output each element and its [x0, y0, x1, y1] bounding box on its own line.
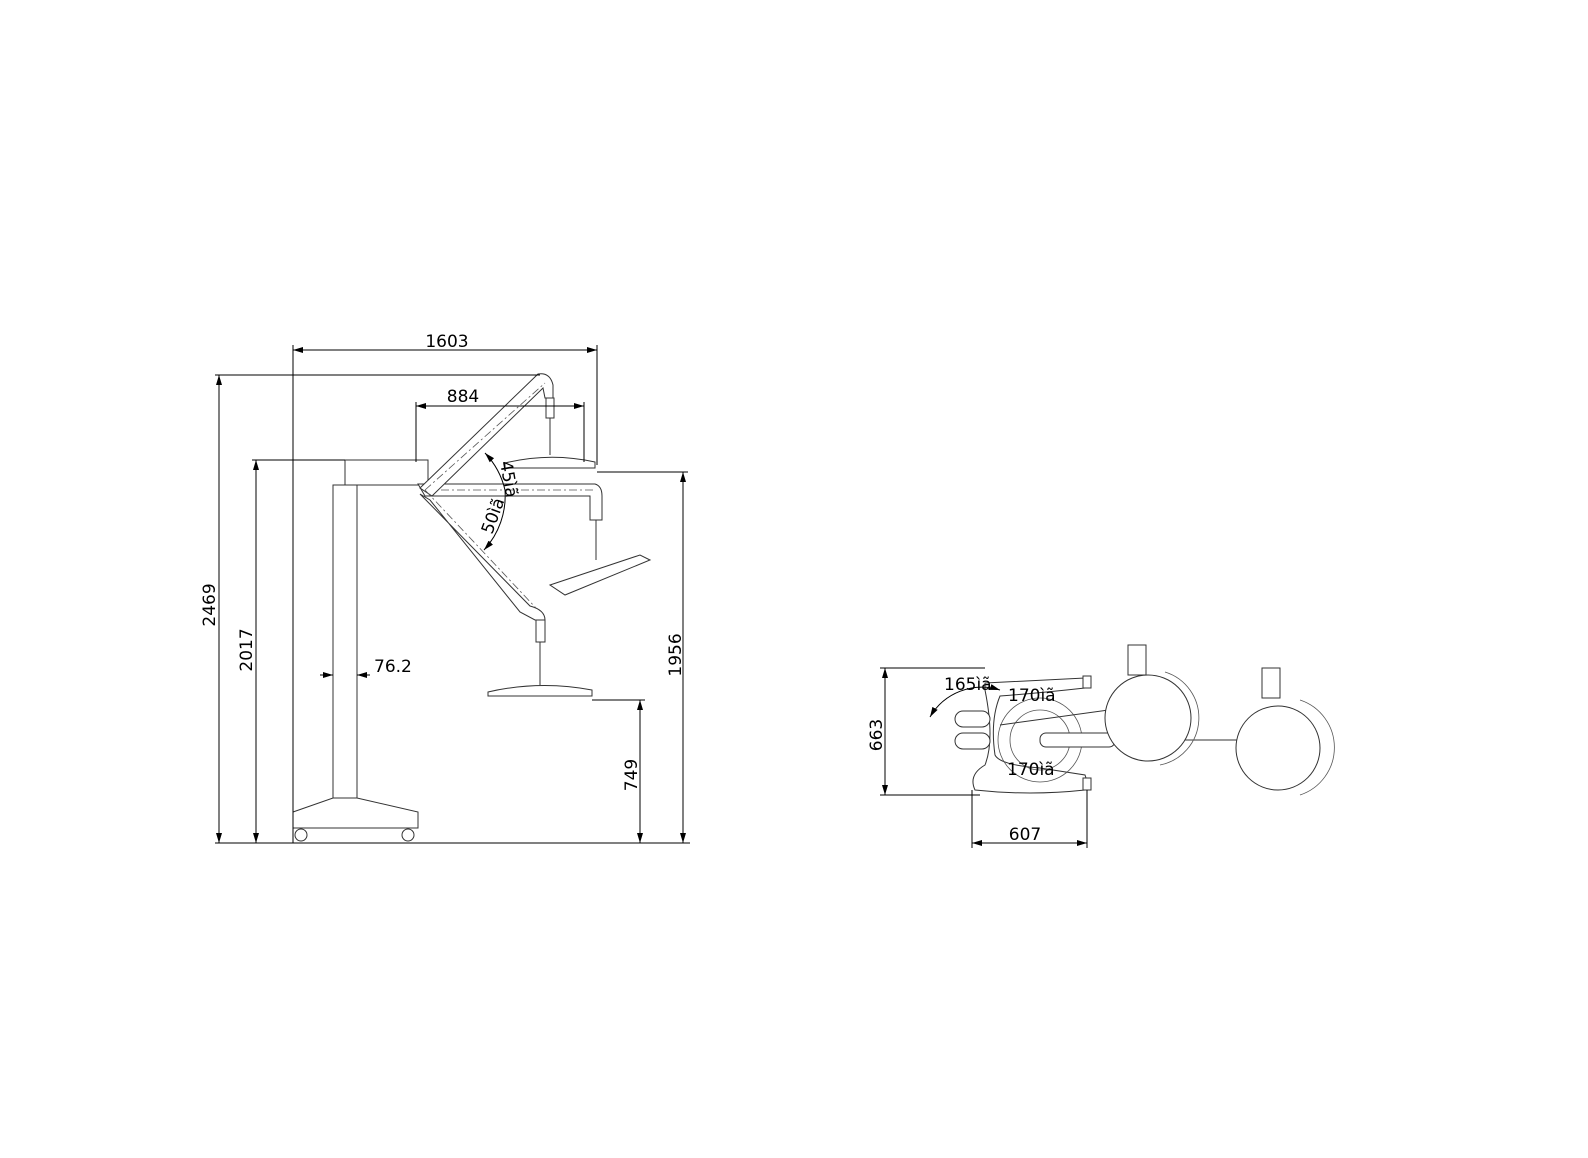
arm-lowered: [419, 489, 593, 697]
dim-76-2: 76.2: [374, 657, 412, 677]
lamp-head-high: [504, 456, 596, 469]
lamp-head-top-1: [1104, 674, 1192, 762]
caster: [1082, 675, 1092, 689]
dim-607: 607: [1009, 825, 1041, 845]
side-view: 45ìã 50ìã 1603 884 2469 2017 1956 749 76…: [200, 332, 690, 844]
wheel: [294, 828, 308, 842]
lamp-head-top-2: [1235, 705, 1321, 791]
angle-down-label: 50ìã: [478, 495, 509, 536]
angle-170-top-label: 170ìã: [1008, 686, 1056, 706]
dim-1603: 1603: [425, 332, 468, 352]
dim-2469: 2469: [200, 583, 220, 626]
dim-884: 884: [447, 387, 479, 407]
lamp-head-tilted: [548, 554, 652, 596]
lamp-base: [292, 797, 419, 829]
caster: [1082, 777, 1092, 791]
angle-165-label: 165ìã: [944, 675, 992, 695]
lamp-head-low: [487, 684, 593, 697]
arm-horizontal: [417, 483, 652, 596]
wheel: [401, 828, 415, 842]
dim-1956: 1956: [666, 633, 686, 676]
column-head: [344, 459, 429, 486]
dim-749: 749: [622, 759, 642, 791]
arm-top: [1039, 732, 1116, 748]
lamp-column: [332, 484, 358, 806]
angle-170-bottom-label: 170ìã: [1007, 760, 1055, 780]
top-view: 165ìã 170ìã 170ìã 663 607: [867, 644, 1335, 848]
dim-2017: 2017: [237, 628, 257, 671]
dim-663: 663: [867, 719, 887, 751]
